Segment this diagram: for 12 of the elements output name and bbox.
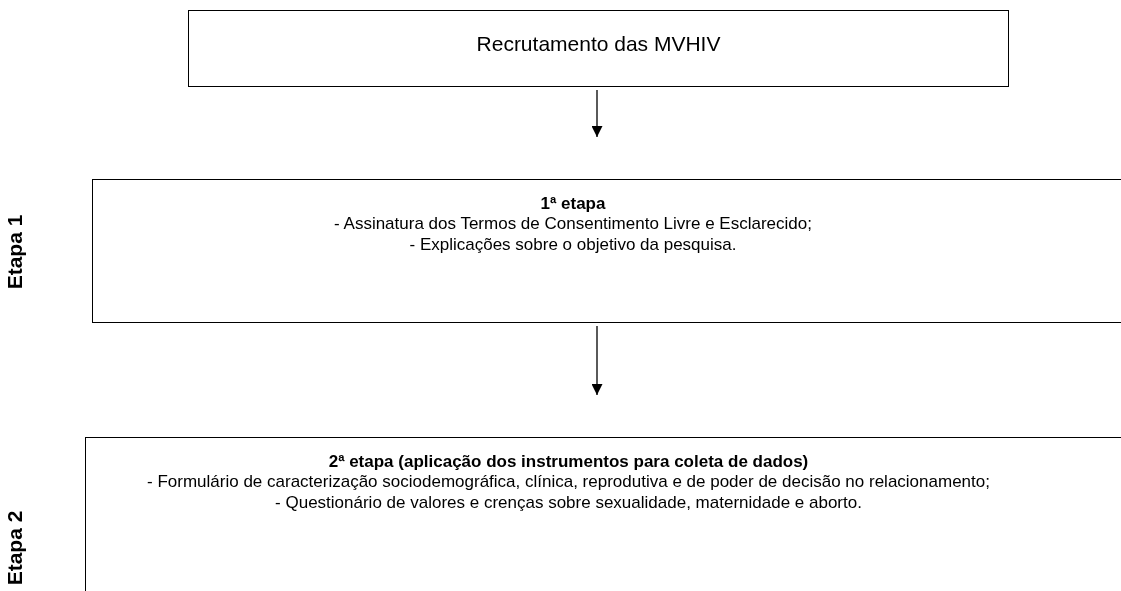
arrow bbox=[591, 89, 603, 138]
box-label: Recrutamento das MVHIV bbox=[475, 31, 722, 57]
stage-label: Etapa 2 bbox=[3, 510, 27, 586]
step-item: - Explicações sobre o objetivo da pesquisa. bbox=[408, 234, 738, 256]
process-box bbox=[188, 10, 1009, 87]
arrow bbox=[591, 325, 603, 396]
step-item: - Formulário de caracterização sociodemográfica, clínica, reprodutiva e de poder de decisão no relacionamento; bbox=[146, 472, 991, 493]
step-heading: 2ª etapa (aplicação dos instrumentos para coleta de dados) bbox=[327, 452, 810, 473]
step-item: - Assinatura dos Termos de Consentimento Livre e Esclarecido; bbox=[333, 214, 813, 235]
step-heading: 1ª etapa bbox=[539, 194, 607, 215]
stage-label: Etapa 1 bbox=[3, 214, 27, 290]
step-item: - Questionário de valores e crenças sobre sexualidade, maternidade e aborto. bbox=[274, 492, 863, 514]
